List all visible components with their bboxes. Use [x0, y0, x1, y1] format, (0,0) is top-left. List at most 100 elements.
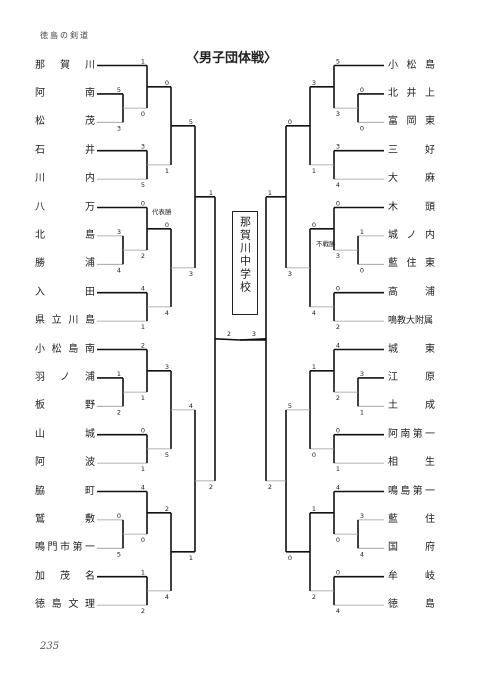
match-score: 2 — [336, 323, 340, 331]
match-score: 2 — [312, 593, 316, 601]
match-score: 5 — [288, 402, 292, 410]
match-score: 4 — [336, 342, 340, 350]
left-team-name: 羽ノ浦 — [35, 371, 95, 383]
match-score: 3 — [165, 363, 169, 371]
page-title: 〈男子団体戦〉 — [186, 51, 278, 66]
page-number: 235 — [40, 641, 60, 652]
match-score: 3 — [312, 79, 316, 87]
right-team-name: 大麻 — [388, 173, 435, 185]
left-team-name: 脇町 — [35, 485, 95, 497]
match-score: 1 — [165, 167, 169, 175]
right-team-name: 国府 — [388, 542, 435, 554]
right-team-name: 城ノ内 — [388, 229, 435, 241]
match-score: 3 — [360, 370, 364, 378]
right-team-name: 木頭 — [388, 201, 435, 213]
right-team-name: 鳴島第一 — [388, 485, 435, 497]
match-score: 3 — [360, 512, 364, 520]
match-score: 0 — [336, 536, 340, 544]
match-score: 0 — [336, 427, 340, 435]
match-score: 5 — [141, 181, 145, 189]
match-score: 1 — [312, 167, 316, 175]
left-team-name: 鷲敷 — [35, 513, 95, 525]
match-score: 0 — [141, 427, 145, 435]
match-score: 2 — [141, 342, 145, 350]
match-score: 4 — [141, 484, 145, 492]
match-score: 5 — [189, 118, 193, 126]
right-team-name: 北井上 — [388, 87, 435, 99]
match-score: 0 — [141, 200, 145, 208]
match-score: 1 — [360, 408, 364, 416]
match-score: 2 — [141, 252, 145, 260]
champion-box: 那賀川中学校 — [232, 211, 258, 315]
left-team-name: 小松島南 — [35, 343, 95, 355]
match-score: 4 — [336, 484, 340, 492]
match-score: 1 — [189, 554, 193, 562]
left-team-name: 山城 — [35, 428, 95, 440]
right-team-name: 江原 — [388, 371, 435, 383]
match-score: 2 — [209, 483, 213, 491]
match-score: 0 — [360, 86, 364, 94]
bracket-line — [214, 338, 241, 341]
left-team-name: 那賀川 — [35, 59, 95, 71]
match-score: 0 — [336, 200, 340, 208]
match-score: 3 — [189, 270, 193, 278]
match-score: 4 — [165, 309, 169, 317]
left-team-name: 北島 — [35, 229, 95, 241]
match-score: 1 — [117, 370, 121, 378]
match-score: 1 — [312, 505, 316, 513]
right-team-name: 藍住 — [388, 513, 435, 525]
match-score: 3 — [141, 143, 145, 151]
match-score: 2 — [141, 607, 145, 615]
match-score: 1 — [141, 465, 145, 473]
right-team-name: 阿南第一 — [388, 428, 435, 440]
match-score: 3 — [252, 330, 256, 338]
match-score: 1 — [360, 228, 364, 236]
right-team-name: 相生 — [388, 457, 435, 469]
match-score: 4 — [141, 285, 145, 293]
match-score: 1 — [312, 363, 316, 371]
match-score: 0 — [312, 221, 316, 229]
left-team-name: 勝浦 — [35, 258, 95, 270]
match-score: 4 — [117, 266, 121, 274]
match-score: 4 — [165, 593, 169, 601]
match-score: 1 — [209, 189, 213, 197]
right-team-name: 三好 — [388, 144, 435, 156]
left-team-name: 入田 — [35, 286, 95, 298]
right-team-name: 城東 — [388, 343, 435, 355]
match-score: 2 — [268, 483, 272, 491]
match-score: 1 — [141, 58, 145, 66]
right-team-name: 徳島 — [388, 599, 435, 611]
match-score: 3 — [288, 270, 292, 278]
match-score: 3 — [336, 252, 340, 260]
left-team-name: 八万 — [35, 201, 95, 213]
left-team-name: 県立川島 — [35, 315, 95, 327]
right-team-name: 高浦 — [388, 286, 435, 298]
champion-name: 那賀川中学校 — [238, 216, 252, 294]
match-score: 1 — [336, 465, 340, 473]
right-team-name: 富岡東 — [388, 116, 435, 128]
match-score: 0 — [288, 554, 292, 562]
match-score: 0 — [165, 79, 169, 87]
right-team-name: 牟岐 — [388, 570, 435, 582]
match-score: 0 — [117, 512, 121, 520]
match-score: 2 — [165, 505, 169, 513]
match-score: 3 — [336, 110, 340, 118]
match-note: 不戦勝 — [316, 239, 336, 248]
match-score: 0 — [360, 266, 364, 274]
match-score: 1 — [141, 569, 145, 577]
left-team-name: 松茂 — [35, 116, 95, 128]
left-team-name: 石井 — [35, 144, 95, 156]
match-score: 5 — [117, 550, 121, 558]
match-score: 1 — [141, 323, 145, 331]
match-score: 0 — [165, 221, 169, 229]
left-team-name: 阿南 — [35, 87, 95, 99]
left-team-name: 川内 — [35, 173, 95, 185]
match-score: 5 — [336, 58, 340, 66]
match-score: 3 — [117, 228, 121, 236]
right-team-name: 鳴教大附属 — [388, 316, 434, 327]
match-score: 2 — [227, 330, 231, 338]
match-score: 3 — [336, 143, 340, 151]
right-team-name: 藍住東 — [388, 258, 435, 270]
match-score: 0 — [141, 110, 145, 118]
